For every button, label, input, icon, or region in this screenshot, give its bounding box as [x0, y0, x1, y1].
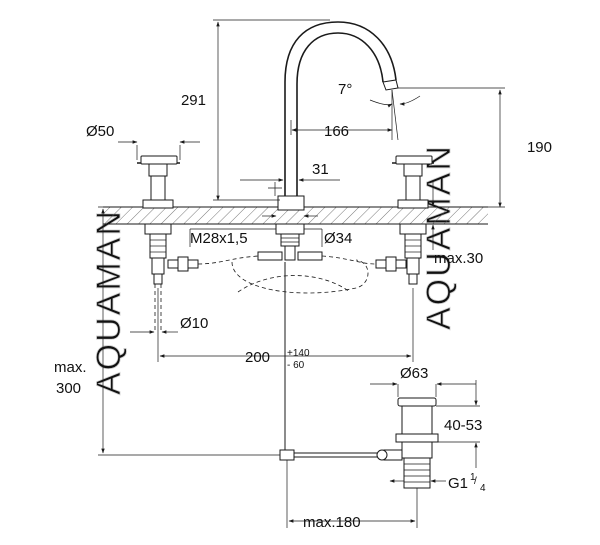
label-spout-height: 190	[527, 139, 552, 156]
spout	[268, 21, 399, 211]
pop-up-waste	[279, 262, 439, 489]
hose-connectors	[154, 251, 407, 330]
dimension-labels: 291 7° 166 190 Ø50 31 M28x1,5 Ø34 max.30…	[54, 81, 552, 531]
label-hose-diameter: Ø10	[180, 315, 208, 332]
label-waste-thread-slash: /	[474, 476, 477, 487]
label-max-value: 300	[56, 380, 81, 397]
label-waste-thread: G1	[448, 475, 468, 492]
label-spacing-minus: - 60	[287, 360, 305, 371]
label-spacing-plus: +140	[287, 348, 310, 359]
dimension-lines	[98, 19, 505, 528]
label-thread: M28x1,5	[190, 230, 248, 247]
label-max-reach: max.180	[303, 514, 361, 531]
label-max-thickness: max.30	[434, 250, 483, 267]
watermark-left: AQUAMAN	[90, 209, 128, 395]
watermark: AQUAMAN AQUAMAN	[90, 144, 459, 396]
label-waste-thread-num: 1	[470, 472, 476, 483]
watermark-right: AQUAMAN	[420, 144, 458, 330]
label-handle-diameter: Ø50	[86, 123, 114, 140]
label-spout-angle: 7°	[338, 81, 352, 98]
label-spout-base: 31	[312, 161, 329, 178]
label-spout-reach: 166	[324, 123, 349, 140]
label-max: max.	[54, 359, 87, 376]
label-waste-range: 40-53	[444, 417, 482, 434]
label-spacing-base: 200	[245, 349, 270, 366]
right-handle	[392, 155, 434, 285]
left-handle	[137, 155, 180, 285]
label-height-total: 291	[181, 92, 206, 109]
label-waste-thread-den: 4	[480, 483, 486, 494]
label-mount-diameter: Ø34	[324, 230, 352, 247]
label-waste-diameter: Ø63	[400, 365, 428, 382]
